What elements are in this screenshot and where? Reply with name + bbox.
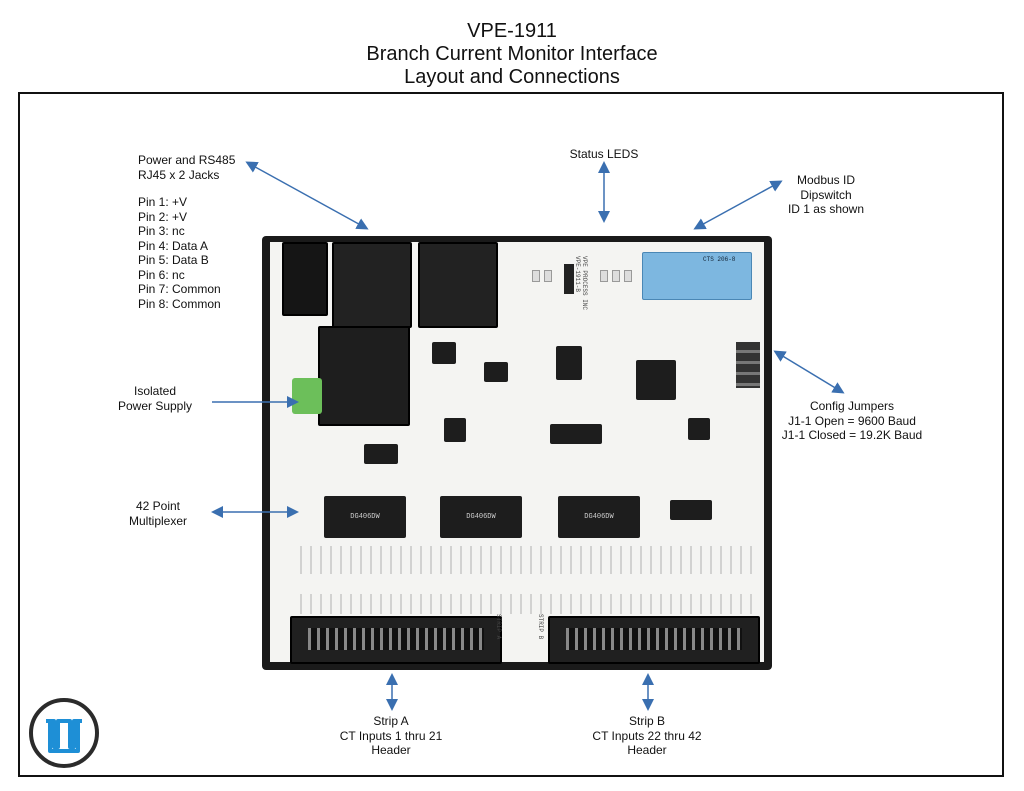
label-config-jumpers: Config Jumpers J1-1 Open = 9600 Baud J1-…	[781, 399, 923, 442]
rj45-jack-2	[418, 242, 498, 328]
pcb-board: VPE PROCESS INC VPE-1911-B CTS 206-8 DG4…	[262, 236, 772, 670]
label-status-leds: Status LEDS	[569, 147, 639, 161]
strip-b-header	[548, 616, 760, 664]
multiplexer-ic-1: DG406DW	[324, 496, 406, 538]
rj45-jack-1	[332, 242, 412, 328]
status-led-1	[532, 270, 540, 282]
resistor-array-top	[300, 546, 756, 574]
multiplexer-ic-2: DG406DW	[440, 496, 522, 538]
ic-u15	[556, 346, 582, 380]
label-strip-b: Strip B CT Inputs 22 thru 42 Header	[592, 714, 702, 757]
power-jack	[282, 242, 328, 316]
modbus-id-dipswitch: CTS 206-8	[642, 252, 752, 300]
ic-u17	[670, 500, 712, 520]
pcb-surface: VPE PROCESS INC VPE-1911-B CTS 206-8 DG4…	[270, 242, 764, 664]
config-jumpers	[736, 342, 760, 388]
status-led-4	[612, 270, 620, 282]
label-modbus-id: Modbus ID Dipswitch ID 1 as shown	[787, 173, 865, 216]
status-led-5	[624, 270, 632, 282]
ic-microcontroller	[636, 360, 676, 400]
label-pinout: Pin 1: +V Pin 2: +V Pin 3: nc Pin 4: Dat…	[138, 195, 221, 311]
label-isolated-power: Isolated Power Supply	[117, 384, 193, 413]
ic-u13-driver	[550, 424, 602, 444]
vpe-logo-icon	[29, 698, 99, 768]
arrow-modbus	[693, 180, 783, 230]
ic-u6	[444, 418, 466, 442]
title-line-2: Branch Current Monitor Interface	[366, 43, 658, 65]
title-line-1: VPE-1911	[467, 20, 557, 42]
strip-a-pins	[308, 628, 484, 650]
ic-u19	[484, 362, 508, 382]
isolated-power-module	[318, 326, 410, 426]
dip-silkscreen: CTS 206-8	[703, 256, 736, 263]
ic-regulator	[364, 444, 398, 464]
resistor-array-bottom	[300, 594, 756, 614]
multiplexer-ic-3: DG406DW	[558, 496, 640, 538]
diagram-frame	[18, 92, 1004, 777]
ic-u22	[688, 418, 710, 440]
label-multiplexer: 42 Point Multiplexer	[128, 499, 188, 528]
title-line-3: Layout and Connections	[404, 66, 620, 88]
strip-a-header	[290, 616, 502, 664]
arrow-config	[773, 350, 845, 394]
status-led-3	[600, 270, 608, 282]
ic-u16	[432, 342, 456, 364]
strip-b-pins	[566, 628, 742, 650]
arrow-power	[245, 161, 369, 230]
label-strip-a: Strip A CT Inputs 1 thru 21 Header	[339, 714, 443, 757]
label-power-rs485: Power and RS485 RJ45 x 2 Jacks	[138, 153, 236, 182]
jumper-jp1	[564, 264, 574, 294]
status-led-2	[544, 270, 552, 282]
